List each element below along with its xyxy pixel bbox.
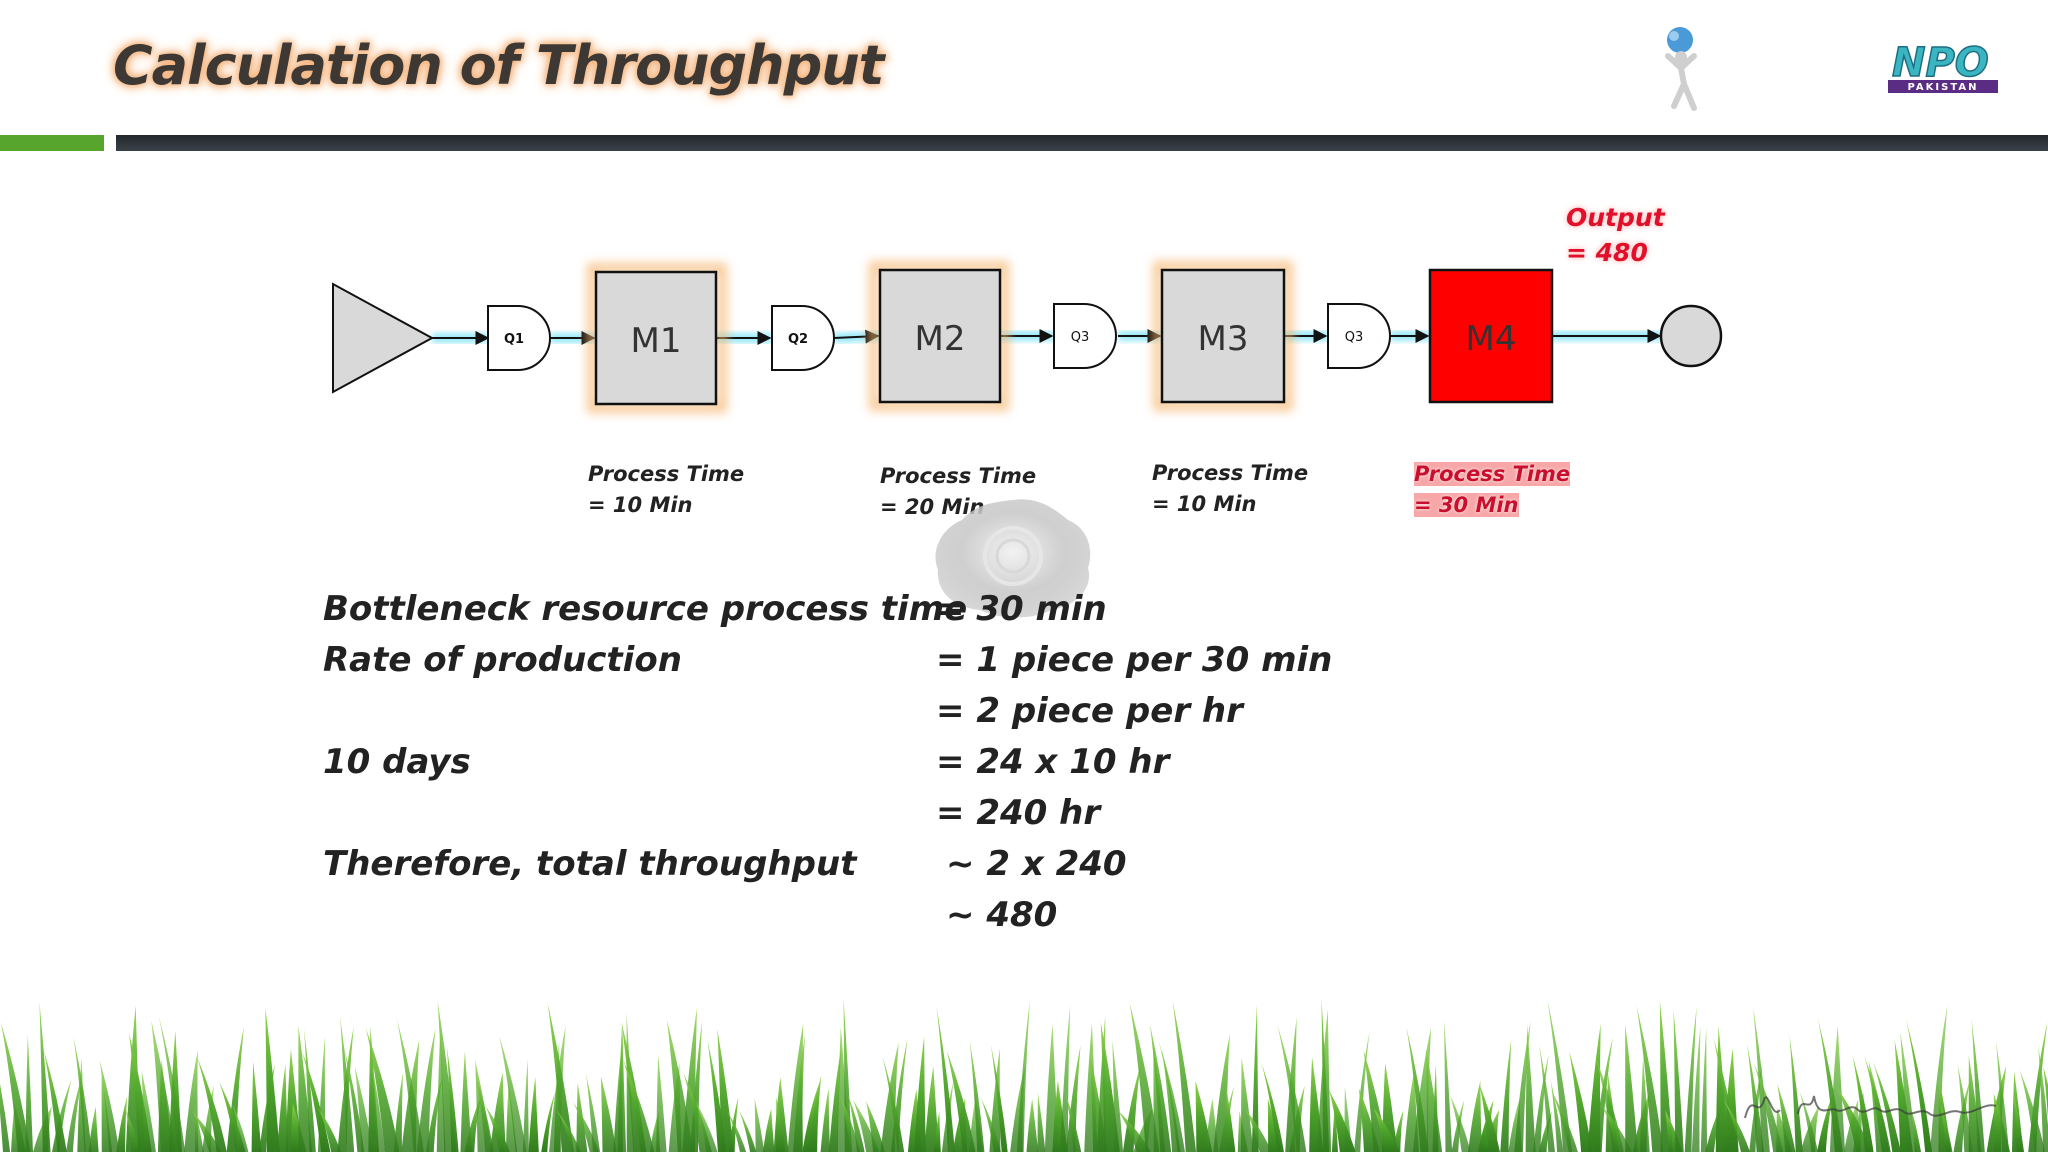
logo-subtext: PAKISTAN bbox=[1908, 82, 1979, 93]
source-triangle bbox=[332, 282, 435, 394]
process-time-label: Process Time bbox=[588, 462, 745, 486]
calc-value: = 240 hr bbox=[936, 793, 1101, 833]
calc-row: ~ 480 bbox=[946, 890, 1057, 941]
calc-row: = 240 hr bbox=[936, 788, 1100, 839]
machine-m2 bbox=[878, 268, 1002, 404]
calc-row: = 24 x 10 hr bbox=[936, 737, 1169, 788]
calc-label: Bottleneck resource process time bbox=[323, 589, 968, 629]
npo-logo: NPO PAKISTAN bbox=[1888, 36, 2000, 94]
machine-m3 bbox=[1160, 268, 1286, 404]
process-time-label: Process Time bbox=[880, 464, 1037, 488]
calc-row: Therefore, total throughput bbox=[323, 839, 856, 890]
title-divider-bar bbox=[116, 135, 2048, 151]
process-time-m3: Process Time = 10 Min bbox=[1152, 458, 1308, 520]
machine-label: M3 bbox=[1198, 319, 1249, 359]
calc-row: Bottleneck resource process time bbox=[323, 584, 967, 635]
queue-q3b bbox=[1327, 303, 1391, 369]
calc-row: = 2 piece per hr bbox=[936, 686, 1243, 737]
output-annotation: Output = 480 bbox=[1566, 200, 1665, 270]
queue-q3 bbox=[1053, 303, 1117, 369]
calc-row: = 30 min bbox=[936, 584, 1107, 635]
queue-label: Q2 bbox=[788, 332, 808, 347]
machine-label: M2 bbox=[915, 319, 966, 359]
calc-value: = 30 min bbox=[936, 589, 1107, 629]
calc-row: Rate of production bbox=[323, 635, 682, 686]
process-time-value: = 10 Min bbox=[1152, 492, 1257, 516]
machine-label: M4 bbox=[1466, 319, 1517, 359]
signature-image bbox=[1744, 1095, 1997, 1119]
title-accent-bar bbox=[0, 135, 104, 151]
calc-value: ~ 480 bbox=[946, 895, 1058, 935]
output-label: Output bbox=[1566, 203, 1665, 232]
queue-q2 bbox=[771, 305, 835, 371]
process-time-m4: Process Time = 30 Min bbox=[1414, 459, 1571, 521]
seal-decoration bbox=[935, 499, 1091, 618]
queue-label: Q1 bbox=[504, 332, 524, 347]
calc-value: = 24 x 10 hr bbox=[936, 742, 1170, 782]
calc-label: Therefore, total throughput bbox=[323, 844, 857, 884]
process-time-value: = 30 Min bbox=[1414, 493, 1519, 517]
calc-value: = 1 piece per 30 min bbox=[936, 640, 1333, 680]
runner-figure-icon bbox=[1665, 27, 1697, 111]
process-time-m2: Process Time = 20 Min bbox=[880, 461, 1036, 523]
process-time-label: Process Time bbox=[1152, 461, 1309, 485]
calc-value: ~ 2 x 240 bbox=[946, 844, 1127, 884]
slide-title: Calculation of Throughput bbox=[113, 34, 884, 97]
process-time-value: = 10 Min bbox=[588, 493, 693, 517]
queue-q1 bbox=[487, 305, 551, 371]
calc-label: Rate of production bbox=[323, 640, 682, 680]
calc-row: 10 days bbox=[323, 737, 471, 788]
calc-row: ~ 2 x 240 bbox=[946, 839, 1127, 890]
sink-circle bbox=[1659, 304, 1723, 368]
calc-value: = 2 piece per hr bbox=[936, 691, 1243, 731]
queue-label: Q3 bbox=[1345, 330, 1364, 345]
logo-text: NPO bbox=[1892, 40, 1989, 86]
grass-footer bbox=[0, 998, 2048, 1152]
machine-m1 bbox=[594, 270, 718, 406]
machine-label: M1 bbox=[631, 321, 682, 361]
calc-label: 10 days bbox=[323, 742, 471, 782]
output-value: = 480 bbox=[1566, 238, 1648, 267]
queue-label: Q3 bbox=[1071, 330, 1090, 345]
calc-row: = 1 piece per 30 min bbox=[936, 635, 1332, 686]
process-time-m1: Process Time = 10 Min bbox=[588, 459, 744, 521]
process-time-label: Process Time bbox=[1414, 462, 1571, 486]
machine-m4 bbox=[1428, 268, 1554, 404]
